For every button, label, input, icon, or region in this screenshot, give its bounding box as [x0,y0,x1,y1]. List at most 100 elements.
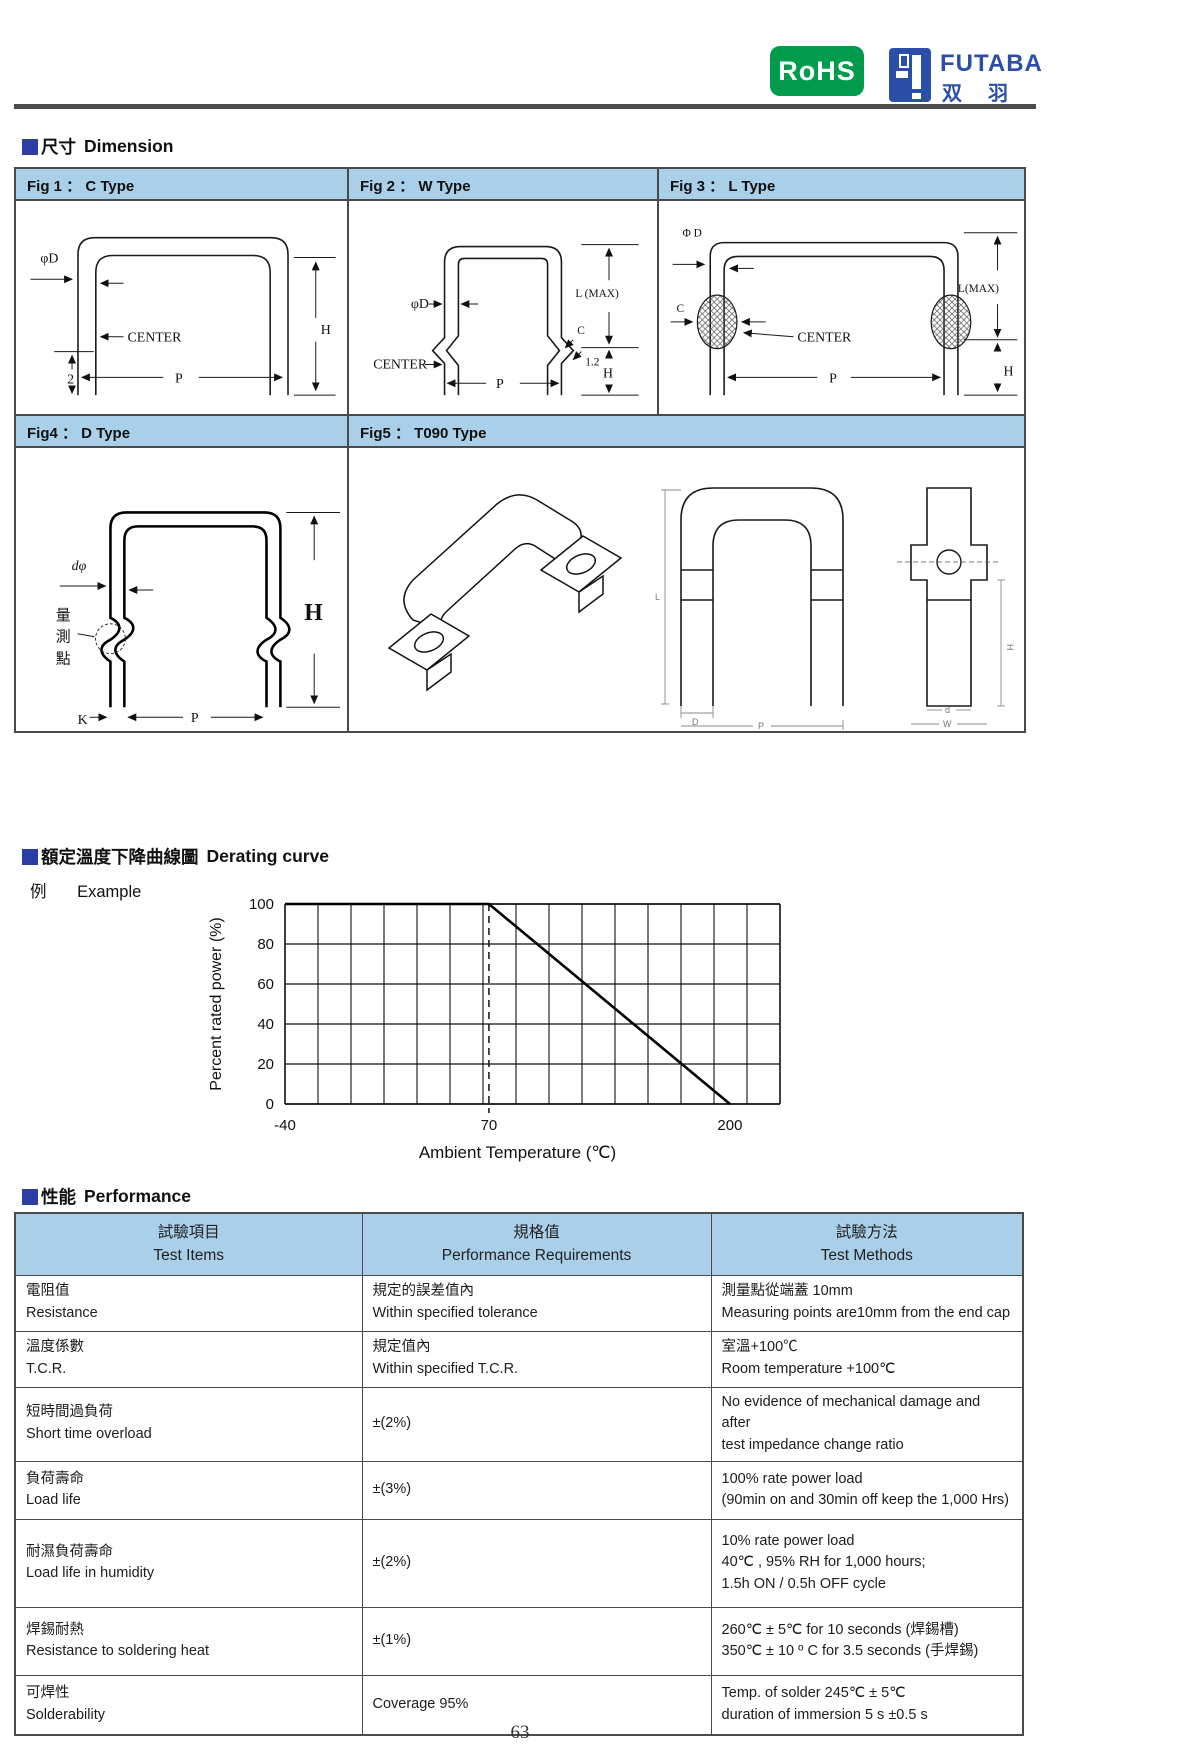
fig4-label-k: K [78,713,88,728]
fig1-label-p: P [175,370,183,385]
rohs-badge: RoHS [770,46,864,96]
section-bullet-icon [22,138,38,155]
fig3-label-c: C [677,303,685,315]
cell-method: 260℃ ± 5℃ for 10 seconds (焊錫槽)350℃ ± 10 … [710,1606,1024,1676]
header-rule [14,104,1036,109]
section-bullet-icon [22,1188,38,1205]
fig3-title: Fig 3 ： L Type [659,169,1024,201]
example-label: 例 Example [30,878,141,902]
fig4-d-type-drawing: 量 測 點 dφ H K P [16,448,349,731]
fig5-side-view: d W H [897,487,1015,729]
fig4-label-measure-1: 量 [56,608,71,624]
cell-method: No evidence of mechanical damage and aft… [710,1386,1024,1462]
derating-section-title: 額定溫度下降曲線圖 Derating curve [22,844,329,869]
fig5-title: Fig5 ： T090 Type [349,416,1024,448]
fig5-label-d-lower: d [945,705,950,715]
fig4-label-measure-3: 點 [56,651,71,668]
derating-title-en: Derating curve [206,846,330,866]
svg-text:20: 20 [257,1056,274,1073]
fig4-title: Fig4 ： D Type [16,416,349,448]
performance-title-en: Performance [84,1186,191,1206]
svg-text:60: 60 [257,976,274,993]
derating-title-cjk: 額定溫度下降曲線圖 [41,847,199,867]
fig5-label-w: W [943,719,952,729]
svg-text:200: 200 [717,1117,742,1134]
fig2-label-p: P [496,376,504,391]
cell-requirement: ±(2%) [361,1518,712,1608]
fig1-c-type-drawing: φD CENTER 2 H P [16,201,349,416]
fig5-label-l: L [655,592,660,602]
performance-section-title: 性能 Performance [22,1184,191,1209]
svg-text:Percent rated power (%): Percent rated power (%) [208,917,225,1090]
fig5-label-p: P [758,721,764,731]
fig2-label-c: C [577,325,585,337]
fig3-label-h: H [1003,363,1013,378]
fig2-label-phid: φD [411,296,429,311]
fig2-label-lmax: L (MAX) [575,288,619,300]
fig4-label-measure-2: 測 [56,629,71,646]
fig4-label-p: P [191,711,199,726]
svg-text:100: 100 [249,896,274,913]
fig5-label-h: H [1005,644,1015,651]
dimension-section-title: 尺寸 Dimension [22,134,173,159]
brand-name-cjk: 双羽 [942,83,1034,105]
cell-requirement: Coverage 95% [361,1674,712,1736]
svg-text:-40: -40 [274,1117,296,1134]
fig2-label-center: CENTER [373,356,428,371]
section-bullet-icon [22,848,38,865]
brand-name: FUTABA [940,50,1043,77]
fig1-label-center: CENTER [128,330,183,345]
fig3-label-lmax: L(MAX) [958,283,999,295]
example-en: Example [77,883,142,901]
fig5-isometric-view [387,494,623,692]
fig4-label-dphi: dφ [72,559,87,574]
fig3-label-p: P [829,370,837,385]
fig2-label-12: 1.2 [585,356,600,368]
cell-requirement: ±(1%) [361,1606,712,1676]
fig4-label-h: H [304,600,323,626]
fig1-label-2: 2 [67,371,74,386]
fig1-label-h: H [321,322,331,337]
figure-grid: Fig 1 ： C Type Fig 2 ： W Type Fig 3 ： L … [14,167,1026,733]
fig2-title: Fig 2 ： W Type [349,169,659,201]
cell-requirement: ±(3%) [361,1460,712,1520]
cell-requirement: ±(2%) [361,1386,712,1462]
svg-text:70: 70 [481,1117,498,1134]
svg-text:Ambient Temperature (℃): Ambient Temperature (℃) [419,1143,616,1162]
page-number: 63 [510,1722,530,1743]
fig2-w-type-drawing: φD L (MAX) C 1.2 CENTER [349,201,659,416]
cell-method: 100% rate power load(90min on and 30min … [710,1460,1024,1520]
fig5-label-d-upper: D [692,717,699,727]
fig3-label-phid: Φ D [682,228,701,240]
fig5-front-view: L D P [655,487,844,731]
fig3-label-center: CENTER [797,330,852,345]
dimension-title-en: Dimension [84,136,174,156]
futaba-logo-icon [889,48,931,102]
